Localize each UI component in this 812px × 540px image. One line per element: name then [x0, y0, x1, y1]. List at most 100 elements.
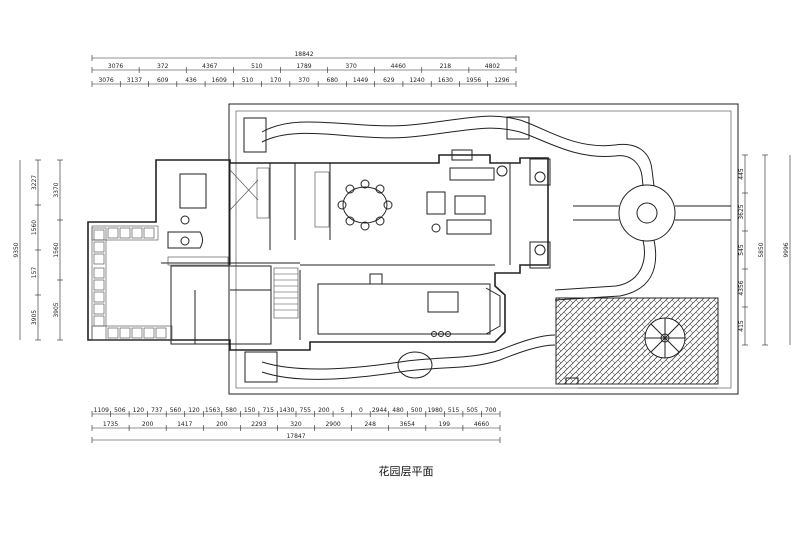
garden-path-right-inner [554, 239, 645, 291]
dimension-label: 4460 [391, 63, 406, 70]
planter-box [244, 351, 278, 383]
dimension-label: 1109 [94, 407, 109, 414]
dimension-label: 3905 [31, 310, 38, 325]
patio-bench [565, 377, 579, 385]
dimension-label: 5 [340, 407, 344, 414]
dimension-label: 1560 [53, 242, 60, 257]
dimension-label: 4802 [485, 63, 500, 70]
dimension-label: 1296 [494, 77, 509, 84]
dimension-label: 505 [466, 407, 478, 414]
kitchen-counter [317, 283, 491, 335]
dimension-label: 218 [440, 63, 452, 70]
dimension-label: 120 [133, 407, 145, 414]
planter-box [529, 241, 551, 269]
appliance [369, 273, 383, 285]
stove-burners [431, 331, 451, 337]
garden-path-bottom-inner [261, 334, 556, 370]
dimension-label: 1560 [31, 220, 38, 235]
dimension-label: 3137 [127, 77, 142, 84]
bed [179, 173, 207, 209]
dimension-label: 609 [157, 77, 169, 84]
dimension-label: 510 [242, 77, 254, 84]
garden-roundabout-center [636, 202, 658, 224]
dimension-label: 415 [738, 320, 745, 332]
dimension-label: 629 [383, 77, 395, 84]
drawing-title: 花园层平面 [378, 465, 434, 478]
dimension-label: 4367 [202, 63, 217, 70]
dimension-label: 5850 [758, 242, 765, 257]
patio-umbrella [644, 317, 686, 359]
dimension-label: 170 [270, 77, 282, 84]
door-swing [229, 179, 259, 211]
dimension-label: 700 [485, 407, 497, 414]
dimension-label: 200 [216, 421, 228, 428]
dimension-label: 506 [114, 407, 126, 414]
dimension-label: 370 [345, 63, 357, 70]
dimension-label: 120 [188, 407, 200, 414]
bay-window [485, 287, 501, 335]
dimension-total: 18842 [294, 51, 313, 58]
dimension-label: 1956 [466, 77, 481, 84]
garden-boundary-wall [228, 103, 739, 395]
dimension-label: 480 [392, 407, 404, 414]
dining-table-set [337, 179, 393, 231]
counter [167, 256, 229, 266]
dimension-label: 436 [185, 77, 197, 84]
bathtub [167, 231, 203, 249]
planter-round [534, 244, 546, 256]
dimension-label: 1980 [427, 407, 442, 414]
garden-path-bottom [261, 344, 556, 380]
dimension-label: 4356 [738, 280, 745, 295]
dimension-label: 3076 [98, 77, 113, 84]
dimension-label: 737 [151, 407, 163, 414]
garden-pond [397, 351, 433, 379]
dimension-label: 3654 [400, 421, 415, 428]
planter-box [506, 116, 530, 140]
kitchen-island [427, 291, 459, 313]
dimension-label: 370 [298, 77, 310, 84]
sink-fixture [180, 236, 190, 246]
wardrobe [256, 167, 270, 219]
door-swing [229, 169, 259, 201]
dimension-label: 2293 [251, 421, 266, 428]
dimension-label: 500 [411, 407, 423, 414]
dimension-label: 150 [244, 407, 256, 414]
dimension-total: 9996 [783, 242, 790, 257]
dimension-label: 3625 [738, 204, 745, 219]
dimension-label: 1630 [438, 77, 453, 84]
planter-round [534, 171, 546, 183]
living-room-sofa-set [426, 165, 508, 235]
planter-box [243, 117, 267, 153]
storage-cabinets [91, 225, 173, 341]
dimension-label: 4660 [474, 421, 489, 428]
garden-roundabout [618, 184, 676, 242]
garden-path-top [261, 115, 655, 187]
dimension-label: 1417 [177, 421, 192, 428]
dimension-label: 3370 [53, 182, 60, 197]
dimension-label: 510 [251, 63, 263, 70]
dimension-label: 199 [439, 421, 451, 428]
dimension-label: 200 [318, 407, 330, 414]
dimension-label: 715 [262, 407, 274, 414]
wardrobe [314, 171, 330, 228]
paved-patio [555, 297, 719, 385]
dimension-label: 248 [364, 421, 376, 428]
dimension-label: 200 [142, 421, 154, 428]
dimension-label: 515 [448, 407, 460, 414]
dimension-label: 1449 [353, 77, 368, 84]
dimension-label: 372 [157, 63, 169, 70]
dimension-total: 9350 [13, 242, 20, 257]
toilet-fixture [180, 215, 190, 225]
dimension-label: 320 [290, 421, 302, 428]
dimension-label: 680 [327, 77, 339, 84]
garden-path-top-inner [261, 127, 644, 187]
dimension-label: 2944 [372, 407, 387, 414]
dimension-label: 560 [170, 407, 182, 414]
dimension-label: 0 [359, 407, 363, 414]
planter-box [529, 158, 551, 186]
plan-drawing [87, 103, 739, 395]
dimension-label: 1789 [296, 63, 311, 70]
garden-path-right [554, 239, 657, 301]
